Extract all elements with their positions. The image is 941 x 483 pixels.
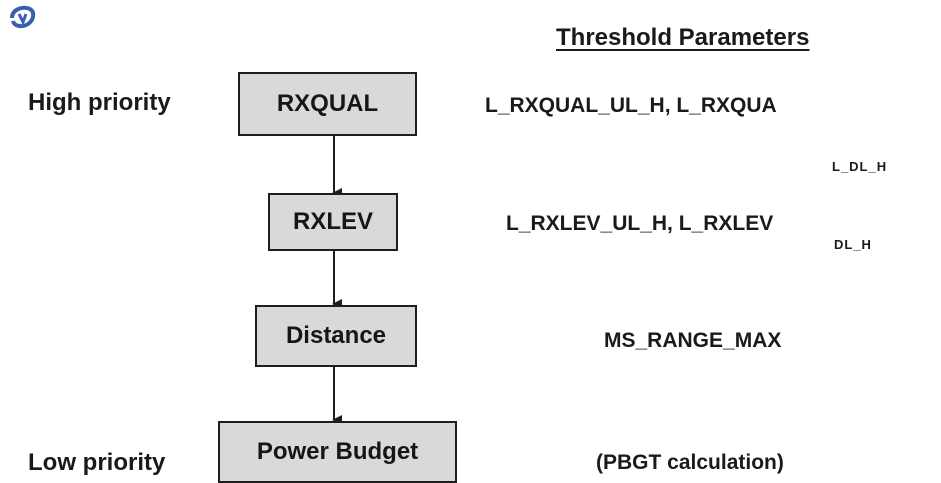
threshold-parameters-title: Threshold Parameters xyxy=(556,24,810,51)
power-budget-threshold: (PBGT calculation) xyxy=(596,451,784,474)
power-budget-box: Power Budget xyxy=(218,421,457,483)
rxlev-box: RXLEV xyxy=(268,193,398,251)
swirl-logo-icon xyxy=(10,5,36,29)
rxqual-threshold-extra: L_DL_H xyxy=(832,159,888,174)
rxlev-threshold: L_RXLEV_UL_H, L_RXLEV xyxy=(506,212,774,235)
low-priority-label: Low priority xyxy=(28,449,166,476)
distance-threshold: MS_RANGE_MAX xyxy=(604,329,782,352)
power-budget-label: Power Budget xyxy=(256,438,419,465)
rxqual-threshold: L_RXQUAL_UL_H, L_RXQUA xyxy=(485,94,777,117)
distance-label: Distance xyxy=(285,322,387,349)
high-priority-label: High priority xyxy=(28,89,171,116)
rxlev-threshold-extra: DL_H xyxy=(834,237,872,252)
rxqual-label: RXQUAL xyxy=(276,90,379,117)
rxqual-box: RXQUAL xyxy=(238,72,417,136)
logo xyxy=(8,4,38,30)
rxlev-label: RXLEV xyxy=(292,208,373,235)
distance-box: Distance xyxy=(255,305,417,367)
